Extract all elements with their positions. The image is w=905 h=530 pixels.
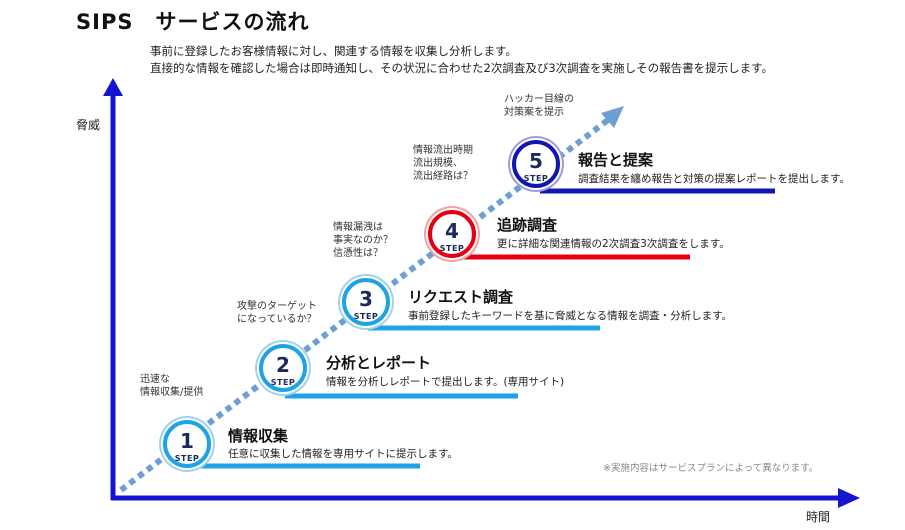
step-label: STEP: [353, 312, 379, 321]
step-3-description: 事前登録したキーワードを基に脅威となる情報を調査・分析します。: [408, 310, 733, 322]
step-1-note: 迅速な 情報収集/提供: [140, 374, 204, 398]
y-axis-arrowhead: [103, 78, 123, 96]
step-5-title: 報告と提案: [578, 151, 654, 169]
step-number: 2: [276, 353, 290, 377]
step-number: 4: [445, 219, 459, 243]
step-4-title: 追跡調査: [497, 216, 558, 234]
step-5-badge: 5 STEP: [512, 140, 560, 188]
step-label: STEP: [439, 244, 465, 253]
step-4-badge: 4 STEP: [428, 210, 476, 258]
x-axis-label: 時間: [806, 510, 831, 524]
growth-arrowhead: [601, 106, 624, 128]
step-2-badge: 2 STEP: [259, 344, 307, 392]
step-label: STEP: [174, 454, 200, 463]
step-3-note: 攻撃のターゲット になっているか？: [237, 301, 317, 325]
step-4-note: 情報漏洩は 事実なのか？ 信憑性は？: [333, 222, 393, 259]
step-1-title: 情報収集: [228, 427, 289, 445]
footnote: ※実施内容はサービスプランによって異なります。: [603, 463, 819, 474]
step-5-note: 情報流出時期 流出規模、 流出経路は？: [413, 145, 473, 182]
intro-line: 事前に登録したお客様情報に対し、関連する情報を収集し分析します。: [150, 44, 517, 58]
top-note: ハッカー目線の 対策案を提示: [504, 94, 574, 118]
step-number: 1: [180, 429, 194, 453]
step-1-badge: 1 STEP: [163, 420, 211, 468]
step-4-description: 更に詳細な関連情報の2次調査3次調査をします。: [497, 238, 730, 250]
intro-text: 事前に登録したお客様情報に対し、関連する情報を収集し分析します。 直接的な情報を…: [150, 43, 773, 77]
step-1-description: 任意に収集した情報を専用サイトに提示します。: [228, 448, 458, 460]
step-label: STEP: [523, 174, 549, 183]
page-title: SIPS サービスの流れ: [76, 10, 310, 34]
step-3-title: リクエスト調査: [408, 288, 514, 306]
step-2-title: 分析とレポート: [326, 354, 432, 372]
x-axis-arrowhead: [838, 488, 860, 508]
step-2-description: 情報を分析しレポートで提出します。(専用サイト): [326, 376, 565, 388]
step-3-badge: 3 STEP: [342, 278, 390, 326]
step-label: STEP: [270, 378, 296, 387]
step-number: 5: [529, 149, 543, 173]
intro-line: 直接的な情報を確認した場合は即時通知し、その状況に合わせた2次調査及び3次調査を…: [150, 61, 773, 75]
step-5-description: 調査結果を纏め報告と対策の提案レポートを提出します。: [578, 173, 850, 185]
y-axis-label: 脅威: [76, 118, 101, 132]
step-number: 3: [359, 287, 373, 311]
